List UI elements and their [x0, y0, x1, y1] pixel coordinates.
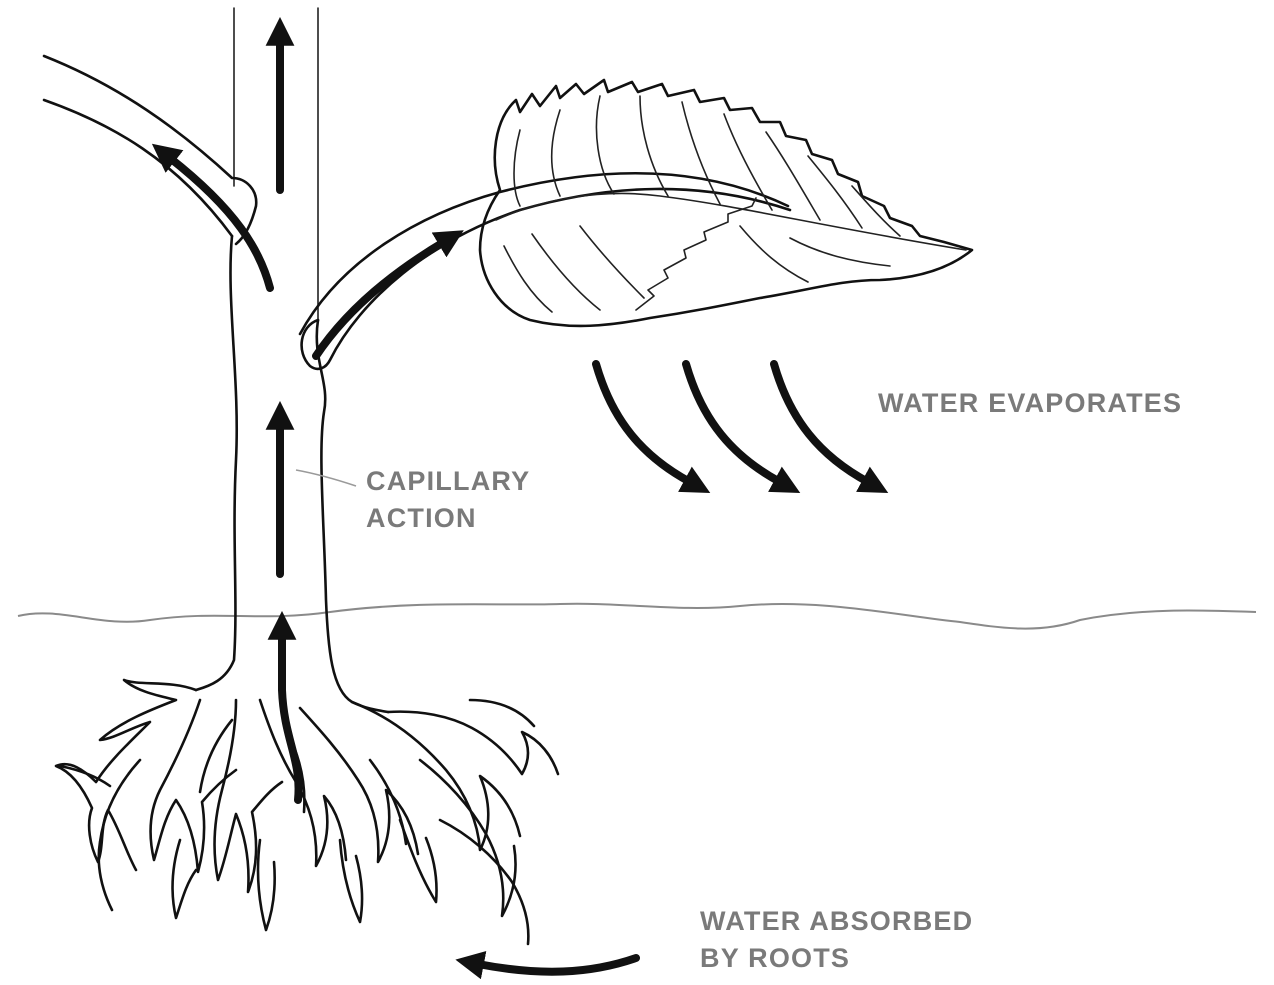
left-branch	[44, 56, 256, 244]
label-capillary-action-line1: CAPILLARY	[366, 466, 530, 496]
arrow-absorb	[478, 958, 636, 972]
arrow-root	[282, 634, 299, 800]
label-water-evaporates: WATER EVAPORATES	[878, 388, 1182, 418]
roots	[56, 680, 558, 944]
ground-line	[18, 604, 1256, 629]
arrow-petiole	[316, 242, 444, 356]
arrow-evap-2	[686, 364, 780, 482]
label-water-absorbed-line2: BY ROOTS	[700, 943, 850, 973]
arrow-branch-left	[170, 158, 270, 288]
arrow-evap-1	[596, 364, 690, 482]
leaf	[480, 80, 972, 326]
capillary-leader	[296, 470, 356, 486]
label-capillary-action-line2: ACTION	[366, 503, 477, 533]
label-water-absorbed-line1: WATER ABSORBED	[700, 906, 973, 936]
arrow-evap-3	[774, 364, 868, 482]
